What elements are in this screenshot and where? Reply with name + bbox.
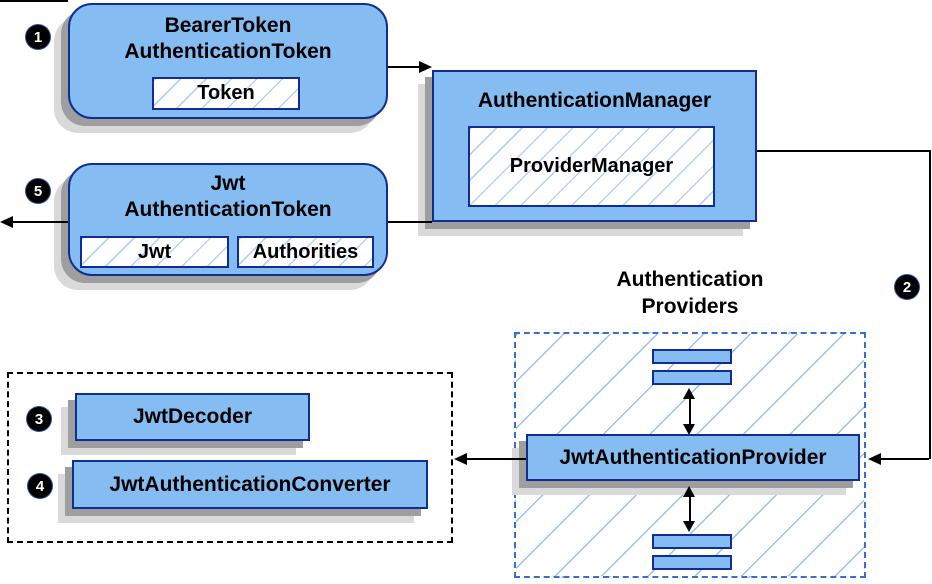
- jwt-chip: Jwt: [80, 236, 229, 268]
- arrowhead-left-icon: [454, 453, 467, 465]
- jwt-authentication-converter-box: JwtAuthenticationConverter: [72, 460, 428, 509]
- flow-out-line: [11, 221, 68, 223]
- flow-step2-top-line: [757, 150, 931, 152]
- authentication-manager-title: AuthenticationManager: [477, 89, 712, 112]
- flow-provider-to-decoder-line: [466, 458, 526, 460]
- provider-list-item-bar: [652, 555, 732, 570]
- jwt-authentication-token-box: Jwt AuthenticationToken Jwt Authorities: [68, 163, 388, 276]
- arrowhead-up-icon: [683, 388, 695, 399]
- step-4-badge: 4: [28, 474, 52, 498]
- arrowhead-right-icon: [419, 61, 432, 73]
- step-3-badge: 3: [27, 407, 51, 431]
- sync-arrow-top-line: [689, 397, 691, 426]
- bearer-token-title-line2: AuthenticationToken: [124, 40, 332, 63]
- token-chip: Token: [152, 77, 300, 110]
- flow-bearer-to-manager-line: [388, 66, 420, 68]
- jwt-authentication-provider-box: JwtAuthenticationProvider: [526, 434, 860, 481]
- step-2-badge: 2: [895, 275, 919, 299]
- flow-step2-bottom-line: [879, 458, 929, 460]
- sync-arrow-bottom-line: [689, 495, 691, 523]
- authentication-providers-heading-line1: Authentication: [616, 268, 764, 291]
- jwt-decoder-box: JwtDecoder: [75, 393, 310, 441]
- flow-manager-to-jwt-token-line: [388, 221, 432, 223]
- authentication-providers-heading-line2: Providers: [641, 295, 739, 318]
- jwt-token-title-line1: Jwt: [210, 172, 246, 195]
- decoder-converter-group: [7, 372, 453, 543]
- authentication-manager-box: AuthenticationManager ProviderManager: [432, 70, 757, 222]
- step-1-badge: 1: [26, 25, 50, 49]
- arrowhead-down-icon: [683, 424, 695, 435]
- flow-in-line: [0, 0, 68, 2]
- provider-list-item-bar: [652, 534, 732, 549]
- bearer-token-title-line1: BearerToken: [164, 14, 292, 37]
- jwt-token-title-line2: AuthenticationToken: [124, 198, 332, 221]
- arrowhead-down-icon: [683, 521, 695, 532]
- provider-list-item-bar: [652, 370, 732, 385]
- provider-manager-chip: ProviderManager: [468, 126, 715, 207]
- authorities-chip: Authorities: [237, 236, 374, 268]
- step-5-badge: 5: [26, 179, 50, 203]
- arrowhead-left-icon: [0, 216, 13, 228]
- authentication-providers-heading: Authentication Providers: [560, 266, 820, 320]
- bearer-token-authentication-token-box: BearerToken AuthenticationToken Token: [68, 3, 388, 119]
- arrowhead-left-icon: [868, 453, 881, 465]
- flow-step2-vertical-line: [929, 150, 931, 459]
- provider-list-item-bar: [652, 349, 732, 364]
- arrowhead-up-icon: [683, 486, 695, 497]
